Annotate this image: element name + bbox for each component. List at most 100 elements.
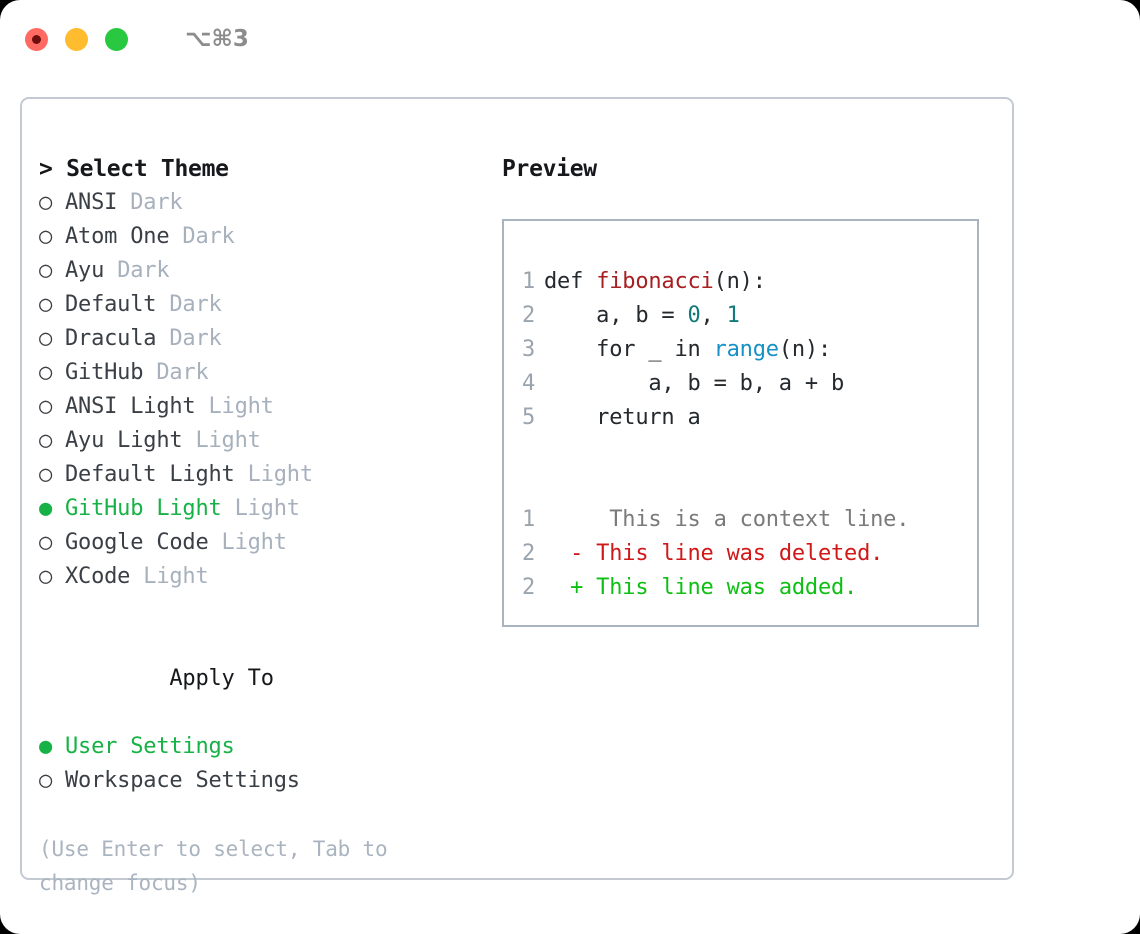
radio-unselected-icon: ○ [39,564,53,589]
radio-unselected-icon: ○ [39,394,53,419]
titlebar: ⌥⌘3 [0,0,1140,78]
diff-text: This is a context line. [583,507,910,532]
radio-unselected-icon: ○ [39,360,53,385]
radio-unselected-icon: ○ [39,530,53,555]
theme-name-variant-gap [209,530,222,555]
apply-to-option-label: Workspace Settings [65,768,300,793]
diff-gutter-gap [544,541,570,566]
diff-gutter-gap [544,575,570,600]
code-token-plain: def [544,269,597,294]
code-line: 3 for _ in range(n): [504,333,977,367]
theme-name-variant-gap [156,326,169,351]
apply-to-list[interactable]: ● User Settings ○Workspace Settings [39,730,479,798]
theme-option-name: ANSI [65,190,118,215]
apply-to-header-indent [143,662,169,696]
code-line: 2 a, b = 0, 1 [504,299,977,333]
maximize-button[interactable] [105,27,128,51]
code-token-num: 0 [687,303,701,328]
line-number: 2 [522,541,536,566]
theme-name-variant-gap [117,190,130,215]
keyboard-shortcut-label: ⌥⌘3 [185,26,249,52]
theme-option-default-light[interactable]: ○Default Light Light [39,458,479,492]
diff-sign: + [570,575,584,600]
theme-option-ansi[interactable]: ○ ANSI Dark [39,186,479,220]
theme-list[interactable]: ○ANSI Dark○Atom One Dark○Ayu Dark○Defaul… [39,186,479,594]
code-token-plain: a, b = b, a + b [544,371,845,396]
radio-unselected-icon: ○ [39,462,53,487]
theme-option-ansi-light[interactable]: ○ANSI Light Light [39,390,479,424]
diff-text: This line was deleted. [583,541,884,566]
theme-option-variant: Dark [182,224,235,249]
theme-name-variant-gap [130,564,143,589]
theme-option-github-light[interactable]: ●GitHub Light Light [39,492,479,526]
theme-selector-column: > Select Theme ○ANSI Dark○Atom One Dark○… [39,152,479,900]
theme-option-dracula[interactable]: ○ Dracula Dark [39,322,479,356]
theme-option-name: Ayu [65,258,105,283]
code-token-plain: return a [544,405,701,430]
line-number: 4 [522,371,536,396]
select-theme-header: > Select Theme [39,156,229,182]
code-line: 4 a, b = b, a + b [504,367,977,401]
apply-to-option-user-settings[interactable]: ● User Settings [39,730,479,764]
theme-option-variant: Light [195,428,261,453]
theme-option-name: Dracula [65,326,157,351]
radio-unselected-icon: ○ [39,258,53,283]
theme-name-variant-gap [195,394,208,419]
code-token-plain: (n): [778,337,832,362]
radio-unselected-icon: ○ [39,224,53,249]
window-controls [25,27,128,51]
main-panel: > Select Theme ○ANSI Dark○Atom One Dark○… [20,97,1014,895]
radio-selected-icon: ● [39,734,53,759]
theme-name-variant-gap [143,360,156,385]
theme-option-ayu-light[interactable]: ○Ayu Light Light [39,424,479,458]
code-line: 5 return a [504,401,977,435]
theme-option-xcode[interactable]: ○XCode Light [39,560,479,594]
code-diff-gap-2 [504,469,977,503]
theme-option-name: ANSI Light [65,394,196,419]
code-token-plain: , [700,303,727,328]
apply-to-option-label: User Settings [65,734,235,759]
diff-sample: 1 This is a context line.2 - This line w… [504,503,977,605]
code-diff-gap [504,435,977,469]
diff-line-ctx: 1 This is a context line. [504,503,977,537]
close-button[interactable] [25,27,48,51]
theme-option-name: Ayu Light [65,428,183,453]
theme-option-ayu[interactable]: ○Ayu Dark [39,254,479,288]
diff-sign [570,507,583,532]
theme-option-default[interactable]: ○Default Dark [39,288,479,322]
diff-gutter-gap [544,507,570,532]
minimize-button[interactable] [65,27,88,51]
code-token-num: 1 [726,303,740,328]
theme-option-atom-one[interactable]: ○Atom One Dark [39,220,479,254]
code-token-call: range [713,337,779,362]
apply-to-option-workspace-settings[interactable]: ○Workspace Settings [39,764,479,798]
line-number: 2 [522,303,536,328]
theme-option-variant: Light [234,496,300,521]
radio-unselected-icon: ○ [39,292,53,317]
diff-line-add: 2 + This line was added. [504,571,977,605]
apply-to-header: Apply To [39,628,479,730]
line-number: 2 [522,575,536,600]
theme-option-name: Default Light [65,462,235,487]
diff-line-del: 2 - This line was deleted. [504,537,977,571]
theme-option-github[interactable]: ○ GitHub Dark [39,356,479,390]
radio-unselected-icon: ○ [39,326,53,351]
theme-option-variant: Dark [169,292,222,317]
line-number: 3 [522,337,536,362]
line-number: 5 [522,405,536,430]
theme-option-name: GitHub [65,360,144,385]
radio-unselected-icon: ○ [39,190,53,215]
theme-option-variant: Dark [169,326,222,351]
theme-option-variant: Dark [130,190,183,215]
theme-option-name: XCode [65,564,131,589]
theme-name-variant-gap [104,258,117,283]
keyboard-hint: (Use Enter to select, Tab to change focu… [39,837,388,895]
theme-option-variant: Dark [156,360,209,385]
list-spacer [39,594,479,628]
theme-option-google-code[interactable]: ○Google Code Light [39,526,479,560]
